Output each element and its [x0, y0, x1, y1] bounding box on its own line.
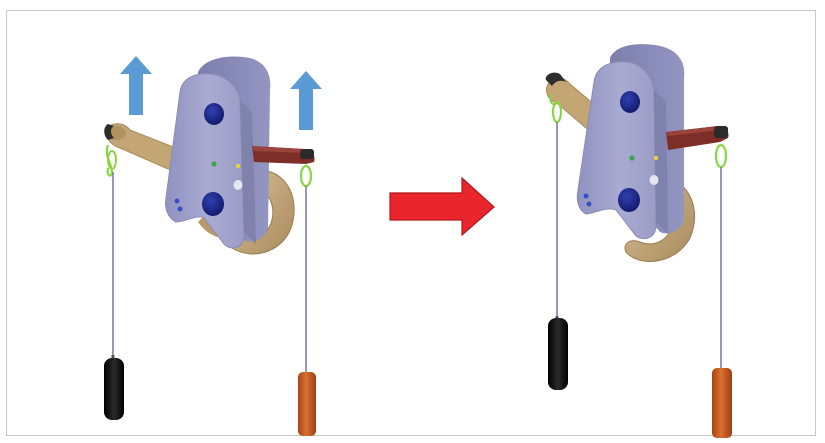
arrow-up-icon: [120, 56, 152, 115]
state-before: [104, 56, 322, 436]
left-cable-assembly: [548, 94, 568, 390]
arrow-right-icon: [390, 178, 494, 235]
right-weight: [712, 368, 732, 438]
left-weight: [548, 318, 568, 390]
right-lever-arm: [252, 146, 315, 164]
right-cable-assembly: [298, 166, 316, 436]
right-cable-assembly: [712, 145, 732, 438]
state-after: [546, 44, 732, 438]
left-weight: [104, 358, 124, 420]
arrow-up-icon: [290, 71, 322, 130]
right-weight: [298, 372, 316, 436]
left-cable-assembly: [104, 145, 124, 420]
